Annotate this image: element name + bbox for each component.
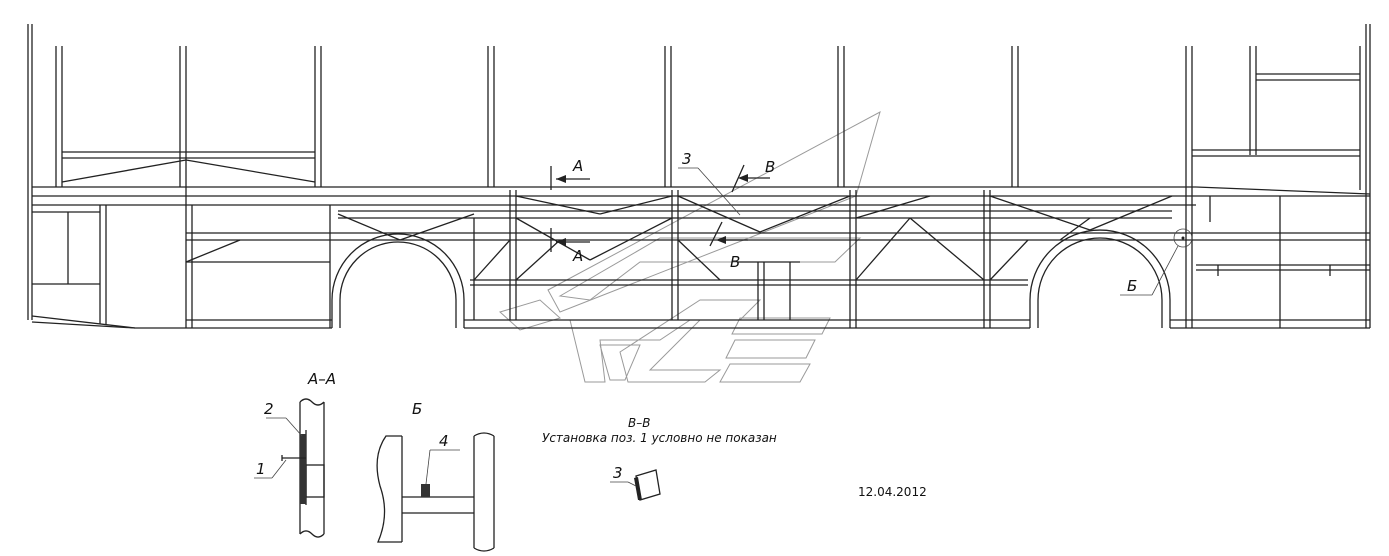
drawing-date: 12.04.2012 [858, 485, 927, 499]
section-mark-v: В В [709, 158, 775, 271]
section-a-top-label: А [572, 157, 583, 175]
section-a-bottom-label: А [572, 247, 583, 265]
callout-pos3-label: 3 [682, 150, 692, 168]
view-b-title: Б [412, 400, 422, 418]
view-b: Б 4 [376, 400, 495, 552]
section-v-bottom-label: В [730, 253, 740, 271]
view-vv-note: Установка поз. 1 условно не показан [542, 431, 777, 445]
section-mark-a: А А [550, 157, 590, 265]
view-aa-pos1-label: 1 [256, 460, 266, 478]
view-vv-title: В–В [628, 416, 650, 430]
main-frame [27, 24, 1371, 329]
view-aa: А–А 2 1 [254, 370, 336, 538]
callout-b: Б [1120, 228, 1193, 296]
section-v-top-label: В [765, 158, 775, 176]
callout-pos3: 3 [678, 150, 741, 216]
view-vv-pos3-label: 3 [613, 464, 623, 482]
view-b-pos4-label: 4 [439, 432, 449, 450]
view-aa-pos2-label: 2 [264, 400, 274, 418]
callout-b-label: Б [1127, 277, 1137, 295]
view-vv: В–В Установка поз. 1 условно не показан … [542, 416, 777, 501]
view-aa-title: А–А [307, 370, 336, 388]
